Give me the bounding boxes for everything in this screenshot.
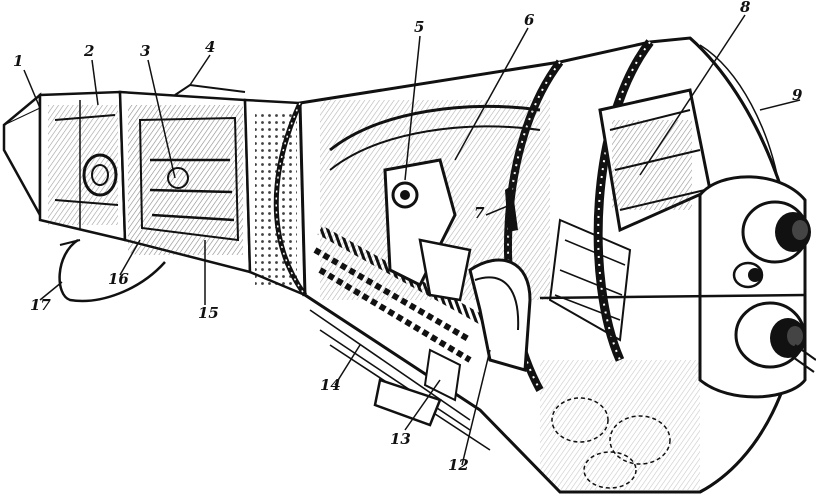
retro-rocket-upper <box>741 200 811 264</box>
callout-4: 4 <box>205 38 216 56</box>
callout-16: 16 <box>108 270 129 288</box>
callout-8: 8 <box>740 0 751 16</box>
callout-1: 1 <box>13 52 24 70</box>
retro-rocket-lower <box>734 301 806 369</box>
leader-lines <box>23 14 801 466</box>
callout-13: 13 <box>390 430 411 448</box>
retro-rocket-pack <box>539 175 816 399</box>
flotation-collar <box>58 238 166 303</box>
nose-cone <box>2 92 42 220</box>
callout-6: 6 <box>524 11 535 29</box>
callout-5: 5 <box>414 18 425 36</box>
callout-14: 14 <box>320 376 341 394</box>
callout-12: 12 <box>448 456 469 474</box>
callout-2: 2 <box>84 42 95 60</box>
retro-rocket-small <box>732 261 764 289</box>
callout-15: 15 <box>198 304 219 322</box>
frame-ring-1 <box>273 101 308 297</box>
callout-9: 9 <box>792 86 803 104</box>
side-hatch <box>373 378 442 427</box>
callout-17: 17 <box>30 296 51 314</box>
callout-3: 3 <box>140 42 151 60</box>
astronaut-seat <box>468 258 532 372</box>
callout-7: 7 <box>474 204 485 222</box>
